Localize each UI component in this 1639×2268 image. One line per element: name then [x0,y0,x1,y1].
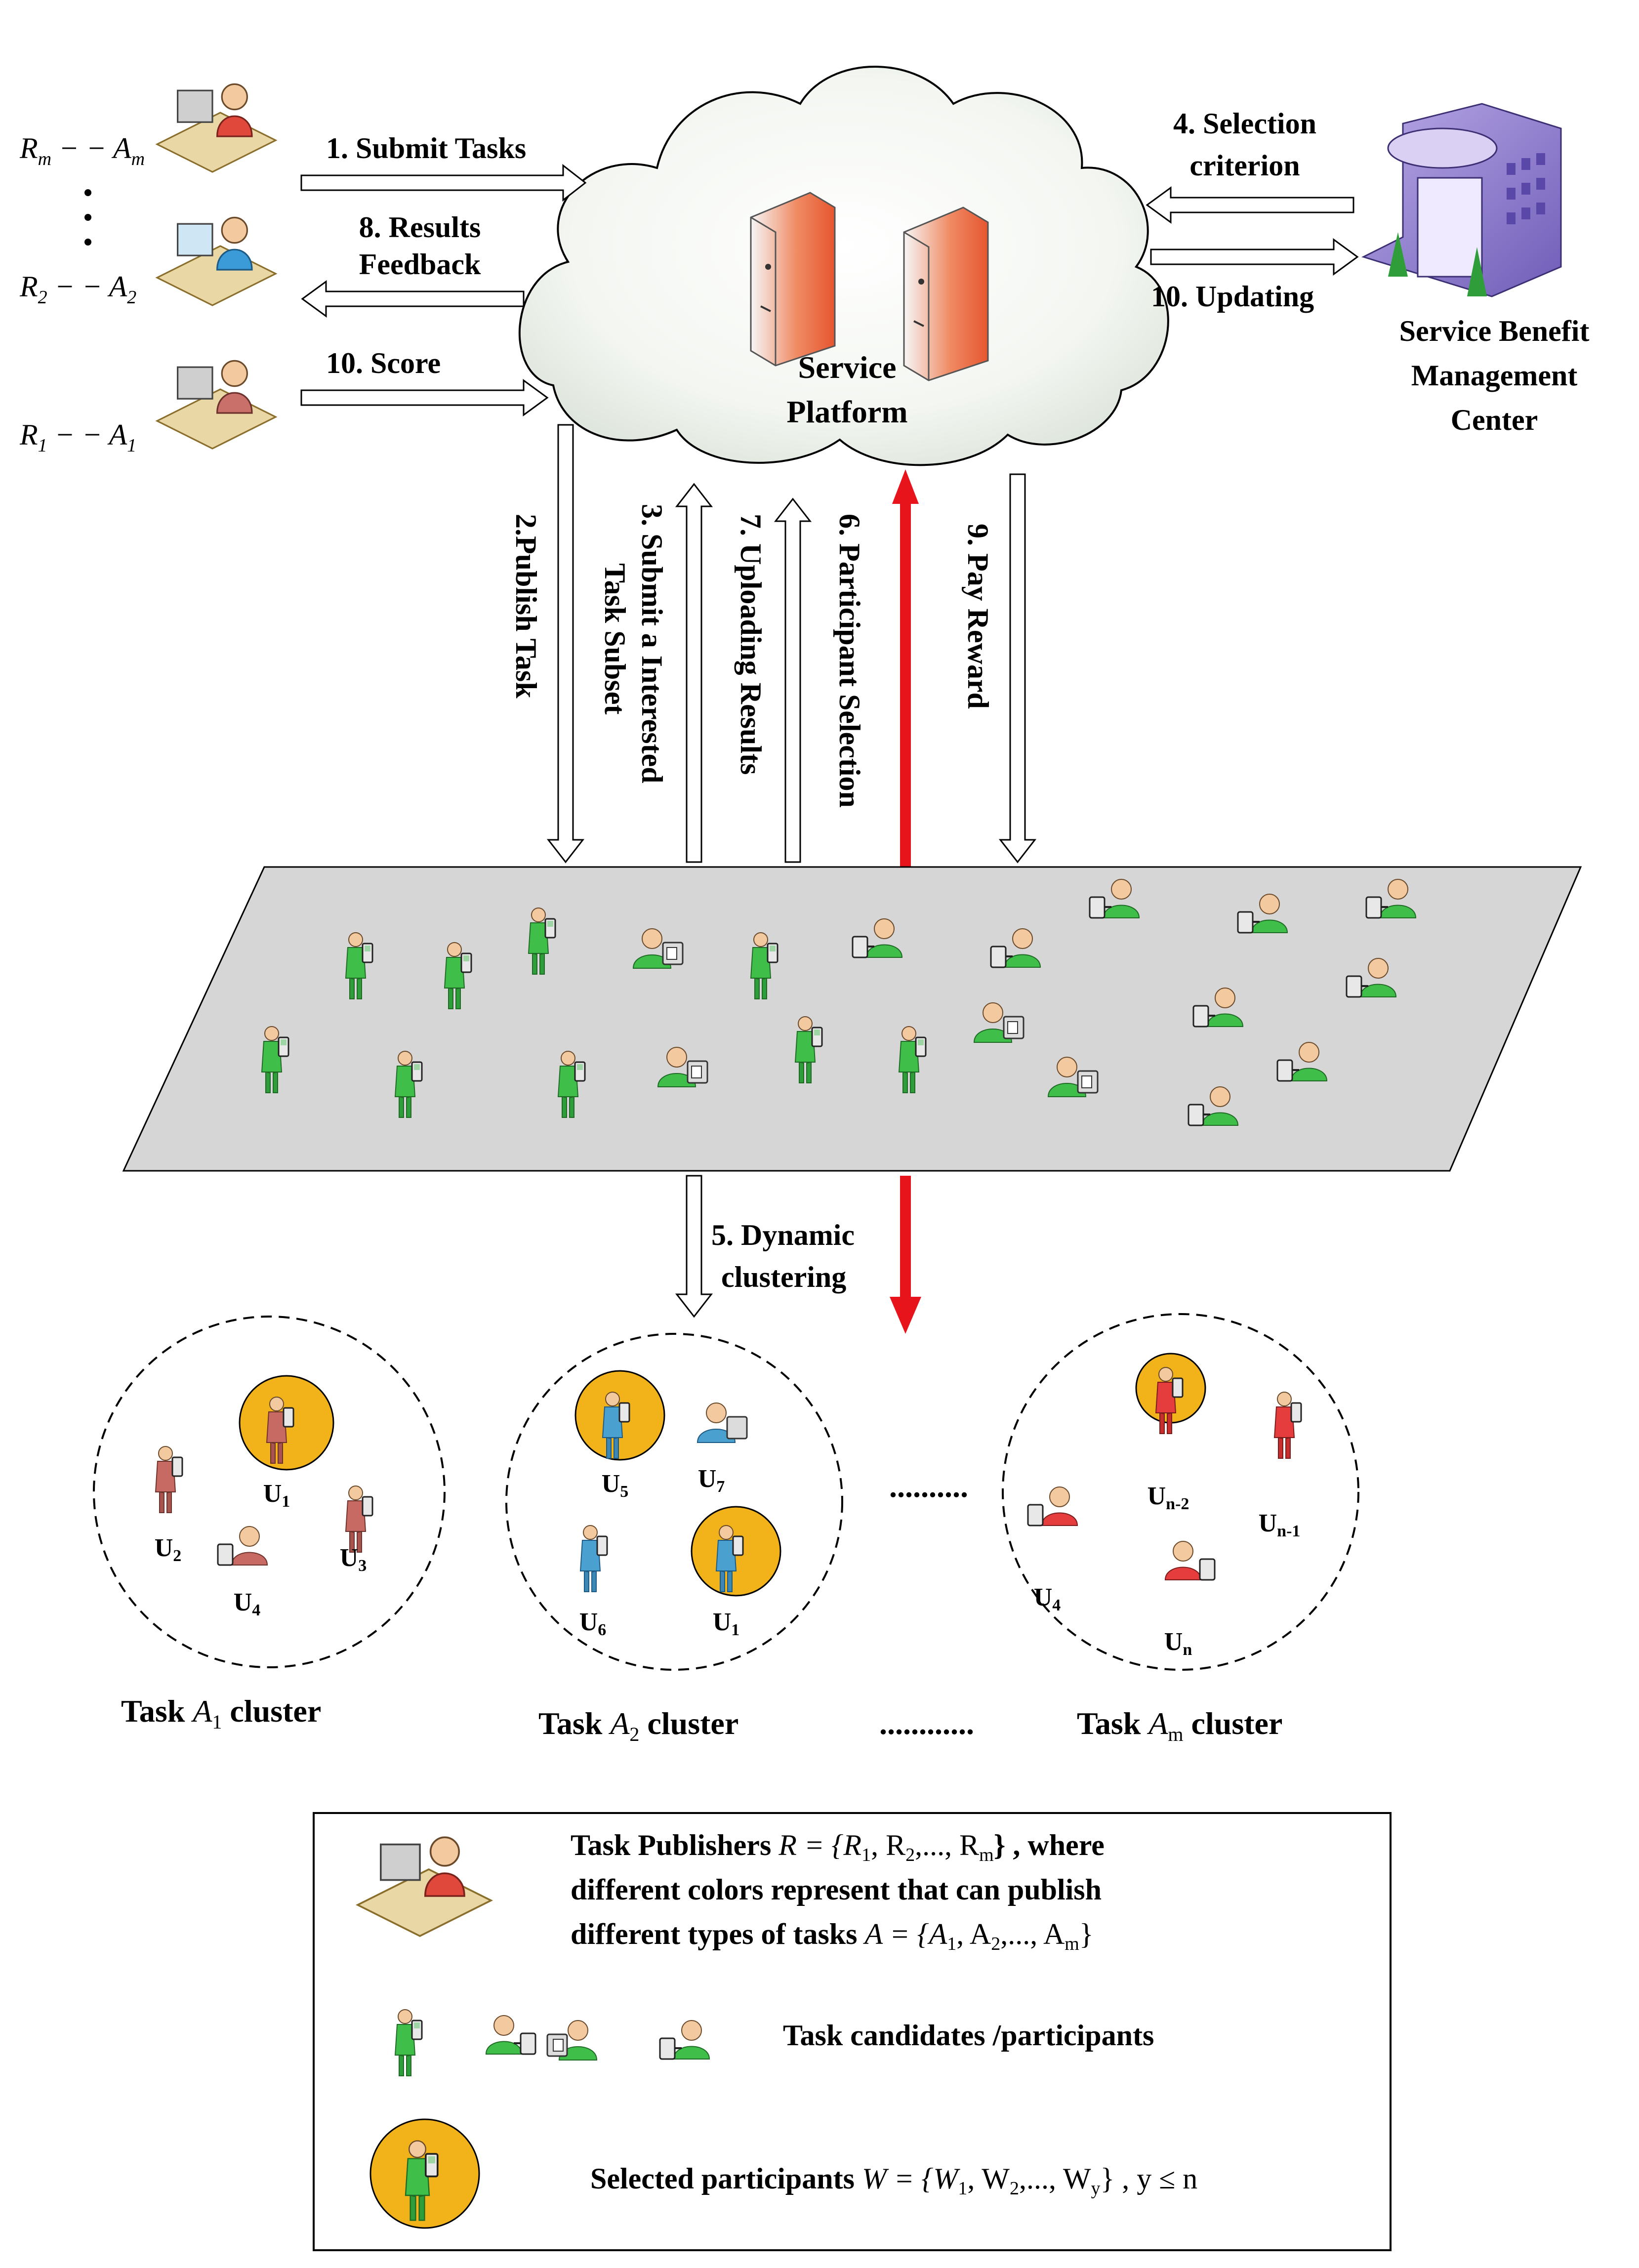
publisher-r1: R1 − − A1 [19,360,278,456]
arrow-updating: 10. Updating [1150,238,1359,313]
arrow-score: 10. Score [300,347,549,416]
step-publish-task: 2.Publish Task [510,514,542,699]
user-label: U4 [234,1588,261,1619]
platform-label-line2: Platform [786,394,907,429]
benefit-center-line1: Service Benefit [1399,315,1590,347]
step-selection-criterion-2: criterion [1189,149,1300,182]
legend-box: Task Publishers R = {R1, R2,..., Rm} , w… [313,1812,1392,2251]
server-icon [750,192,836,367]
user-label: U6 [579,1608,607,1639]
cluster-a2-caption: Task A2 cluster [538,1706,738,1745]
arrow-selection-red [890,1176,921,1334]
user-label: U2 [155,1534,182,1565]
cluster-a1-caption: Task A1 cluster [121,1693,321,1733]
step-dynamic-clustering-2: clustering [721,1261,846,1293]
publisher-r2: R2 − − A2 [19,216,278,308]
publisher-rm: Rm − − Am [19,83,277,173]
arrow-submit-subset: 3. Submit a Interested Task Subset [599,483,713,863]
step-selection-criterion-1: 4. Selection [1173,107,1316,140]
service-platform-cloud: Service Platform [518,66,1169,466]
arrow-results-feedback: 8. Results Feedback [301,211,525,318]
legend-publishers-line3: different types of tasks A = {A1, A2,...… [571,1918,1094,1954]
user-label: U7 [698,1465,725,1496]
cluster-am: Un-2 Un-1 U4 Un [1002,1313,1359,1671]
publisher-r2-label: R2 − − A2 [19,270,136,308]
building-icon [1361,103,1562,297]
legend-candidates: Task candidates /participants [783,2019,1154,2052]
arrow-pay-reward: 9. Pay Reward [962,473,1037,864]
benefit-center-line2: Management [1411,359,1578,392]
user-label: Un [1164,1628,1192,1659]
step-updating: 10. Updating [1151,280,1314,313]
arrow-submit-tasks: 1. Submit Tasks [300,132,587,202]
user-label: U3 [340,1544,367,1575]
benefit-center-line3: Center [1451,404,1538,436]
arrow-selection-criterion: 4. Selection criterion [1146,107,1354,224]
step-submit-subset-2: Task Subset [599,563,631,714]
publisher-rm-label: Rm − − Am [19,132,145,169]
legend-publishers-line1: Task Publishers R = {R1, R2,..., Rm} , w… [571,1829,1105,1865]
step-score: 10. Score [326,347,441,379]
step-uploading-results: 7. Uploading Results [735,514,767,775]
cluster-ellipsis: .......... [889,1469,968,1504]
arrow-publish-task: 2.Publish Task [510,424,585,864]
step-dynamic-clustering-1: 5. Dynamic [711,1219,855,1251]
step-pay-reward: 9. Pay Reward [962,524,994,709]
publisher-icon [156,83,277,173]
step-results-feedback-2: Feedback [359,248,481,281]
user-label: Un-1 [1259,1509,1301,1540]
arrow-uploading-results: 7. Uploading Results [735,497,812,863]
server-icon [903,206,989,381]
arrow-dynamic-clustering: 5. Dynamic clustering [675,1175,855,1318]
cluster-a1: U1 U2 U3 U4 [93,1316,446,1668]
step-submit-tasks: 1. Submit Tasks [326,132,526,165]
legend-publishers-line2: different colors represent that can publ… [571,1873,1102,1906]
user-label: Un-2 [1147,1482,1189,1513]
caption-ellipsis: ............ [879,1706,974,1741]
cluster-a2: U5 U7 U6 U1 [505,1333,843,1671]
arrow-participant-selection: 6. Participant Selection [833,469,919,867]
vertical-dots [84,189,91,246]
user-label: U4 [1034,1583,1061,1614]
participant-field [122,866,1582,1172]
publisher-r1-label: R1 − − A1 [19,418,136,456]
step-participant-selection: 6. Participant Selection [833,514,866,808]
user-label: U5 [602,1470,629,1501]
platform-label-line1: Service [798,350,897,385]
legend-selected: Selected participants W = {W1, W2,..., W… [590,2162,1197,2199]
step-submit-subset-1: 3. Submit a Interested [636,504,668,783]
cluster-am-caption: Task Am cluster [1077,1706,1282,1745]
step-results-feedback-1: 8. Results [359,211,481,244]
user-label: U1 [263,1480,290,1511]
user-label: U1 [713,1608,740,1639]
